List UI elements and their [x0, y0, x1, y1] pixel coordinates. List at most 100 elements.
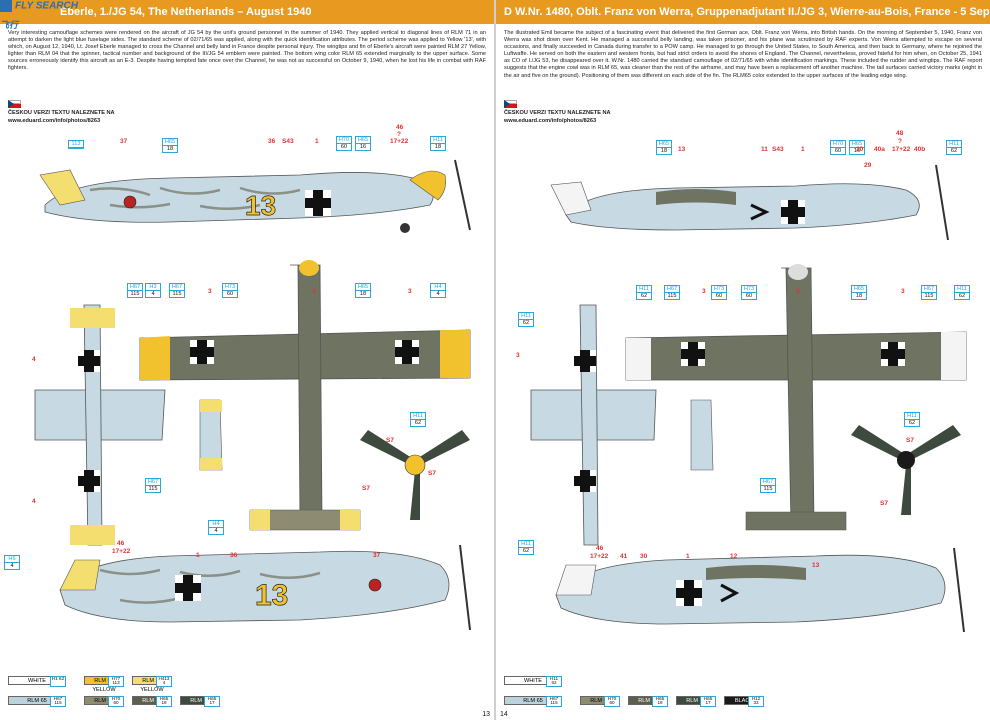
left-page-number: 13	[482, 711, 490, 718]
ref-number: S7	[880, 500, 888, 507]
ref-number: 4	[32, 498, 36, 505]
left-tac-number-bottom: 13	[255, 579, 288, 612]
ref-number: 30	[856, 146, 864, 153]
ref-number: 36	[268, 138, 276, 145]
ref-number: 13	[678, 146, 686, 153]
ref-number: S7	[428, 470, 436, 477]
left-header: Eberle, 1./JG 54, The Netherlands – Augu…	[0, 0, 494, 24]
right-aircraft-drawings	[530, 164, 967, 633]
right-header: D W.Nr. 1480, Oblt. Franz von Werra, Gru…	[496, 0, 990, 24]
ref-number: 17+22	[390, 138, 409, 145]
ref-number: 17+22	[590, 553, 609, 560]
ref-number: 37	[373, 552, 381, 559]
ref-number: ?	[898, 138, 902, 145]
czech-text-url[interactable]: www.eduard.com/info/photos/8263	[8, 118, 101, 124]
ref-number: 3	[208, 288, 212, 295]
left-side-profile-top: 13	[39, 159, 471, 233]
ref-number: 12	[730, 553, 738, 560]
czech-flag-icon	[504, 100, 517, 108]
ref-number: 37	[120, 138, 128, 145]
ref-number: S7	[906, 437, 914, 444]
ref-number: 17+22	[112, 548, 131, 555]
ref-number: 1	[315, 138, 319, 145]
ref-number: 41	[620, 553, 628, 560]
ref-number: 1	[801, 146, 805, 153]
watermark-text: FLY SEARCH	[15, 0, 78, 12]
ref-number: 3	[312, 288, 316, 295]
ref-number: S7	[362, 485, 370, 492]
ref-number: 3	[702, 288, 706, 295]
ref-number: 40b	[914, 146, 926, 153]
page-gutter	[494, 0, 496, 720]
right-lower-plan	[530, 304, 714, 546]
ref-number: 36	[230, 552, 238, 559]
ref-number: 30	[640, 553, 648, 560]
ref-number: 48	[896, 130, 904, 137]
ref-number: 29	[864, 162, 872, 169]
ref-number: 13	[812, 562, 820, 569]
right-propeller	[851, 425, 961, 515]
left-tac-number-top: 13	[245, 190, 276, 221]
ref-number: 1	[686, 553, 690, 560]
ref-number: 4	[32, 356, 36, 363]
czech-flag-icon	[8, 100, 21, 108]
ref-number: 40a	[874, 146, 885, 153]
czech-text-note: ČESKOU VERZI TEXTU NALEZNETE NA	[504, 110, 611, 116]
left-page: Eberle, 1./JG 54, The Netherlands – Augu…	[0, 0, 494, 720]
right-body-text: The illustrated Emil became the subject …	[504, 30, 982, 79]
left-propeller	[360, 430, 470, 520]
watermark-cn: 飞行	[0, 20, 19, 30]
ref-number: 3	[516, 352, 520, 359]
ref-number: S43	[772, 146, 784, 153]
left-upper-plan	[139, 260, 471, 531]
ref-number: 3	[901, 288, 905, 295]
ref-number: 46	[117, 540, 125, 547]
right-page: D W.Nr. 1480, Oblt. Franz von Werra, Gru…	[496, 0, 990, 720]
ref-number: 1	[196, 552, 200, 559]
right-page-number: 14	[500, 711, 508, 718]
ref-number: 17+22	[892, 146, 911, 153]
right-upper-plan	[625, 264, 967, 531]
right-side-profile-top	[550, 164, 949, 241]
ref-number: S43	[282, 138, 294, 145]
left-side-profile-bottom: 13	[59, 544, 471, 631]
ref-number: 46	[596, 545, 604, 552]
czech-text-url[interactable]: www.eduard.com/info/photos/8263	[504, 118, 597, 124]
watermark-icon	[0, 0, 12, 12]
